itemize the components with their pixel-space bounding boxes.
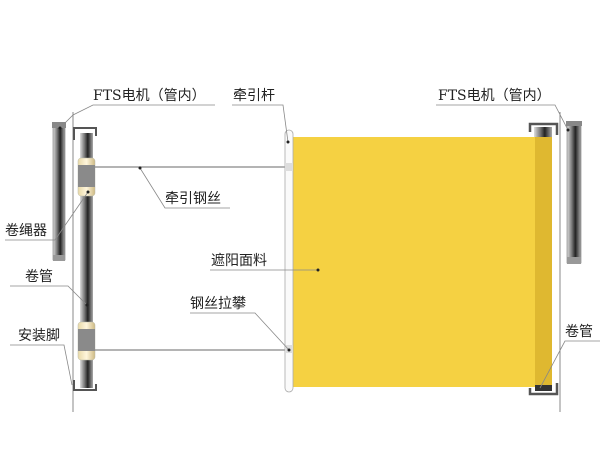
label-rope-winder: 卷绳器	[5, 223, 47, 239]
label-mount-foot: 安装脚	[18, 328, 60, 344]
label-wire-tensioner: 钢丝拉攀	[190, 296, 246, 312]
wire-tensioner-top	[285, 163, 293, 171]
shade-fabric	[293, 137, 552, 387]
label-traction-wire: 牵引钢丝	[165, 191, 221, 207]
right-motor	[566, 121, 582, 264]
rope-winder-top	[77, 157, 96, 197]
label-motor-left: FTS电机（管内）	[93, 88, 206, 104]
label-fabric: 遮阳面料	[211, 253, 267, 269]
label-pull-rod: 牵引杆	[233, 88, 275, 104]
leader-lines	[5, 104, 600, 389]
left-motor	[52, 122, 66, 261]
label-motor-right: FTS电机（管内）	[438, 88, 551, 104]
rope-winder-bottom	[77, 321, 96, 361]
left-top-bracket	[73, 127, 97, 140]
right-top-bracket	[528, 122, 559, 135]
leader-dots	[58, 126, 570, 352]
label-roll-tube-left: 卷管	[25, 269, 53, 285]
right-bottom-bracket	[528, 383, 559, 396]
pull-rod	[284, 129, 294, 393]
label-roll-tube-right: 卷管	[565, 324, 593, 340]
left-bottom-bracket	[73, 380, 97, 391]
right-roll-shadow	[535, 137, 552, 387]
